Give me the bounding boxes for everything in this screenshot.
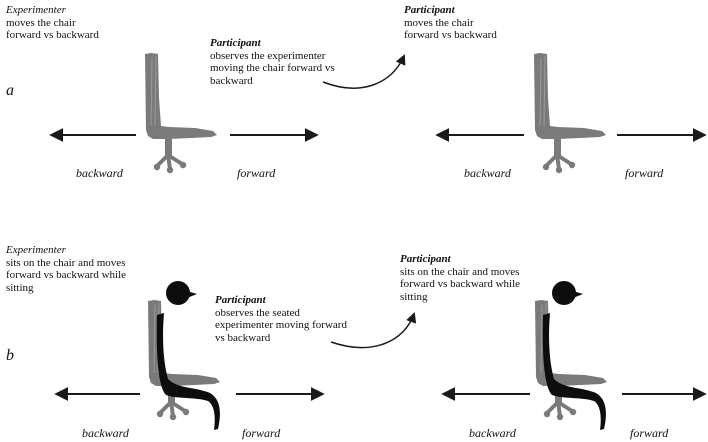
panel-b-left-forward-label: forward [242, 426, 281, 440]
panel-a-transition-arrow [322, 54, 406, 89]
panel-a-letter: a [6, 82, 14, 99]
panel-a-right-backward-label: backward [464, 166, 511, 180]
participant-role-label: Participant [215, 294, 266, 306]
panel-b-right-description: sits on the chair and moves forward vs b… [400, 265, 521, 303]
panel-b-right-seated-figure [533, 281, 609, 430]
panel-b-right-caption: Participant sits on the chair and moves … [400, 253, 520, 303]
panel-a-left-forward-label: forward [237, 166, 276, 180]
panel-a-middle-caption: Participant observes the experimenter mo… [210, 37, 335, 87]
panel-a-right-chair [532, 51, 608, 176]
experimenter-role-label: Experimenter [6, 4, 66, 16]
panel-b-middle-caption: Participant observes the seated experime… [215, 294, 347, 344]
panel-b-transition-arrow [330, 312, 417, 349]
panel-a-left-caption: Experimenter moves the chair forward vs … [6, 4, 99, 42]
panel-a-right-caption: Participant moves the chair forward vs b… [404, 4, 497, 42]
panel-a-left-chair [143, 51, 219, 176]
participant-role-label: Participant [210, 37, 261, 49]
panel-b-middle-description: observes the seated experimenter moving … [215, 306, 347, 344]
panel-b-left-backward-label: backward [82, 426, 129, 440]
panel-b-left-caption: Experimenter sits on the chair and moves… [6, 244, 126, 294]
panel-a-left-description: moves the chair forward vs backward [6, 16, 99, 42]
participant-role-label: Participant [400, 253, 451, 265]
panel-a-right-forward-label: forward [625, 166, 664, 180]
panel-b-left-description: sits on the chair and moves forward vs b… [6, 256, 127, 294]
panel-a-left-backward-label: backward [76, 166, 123, 180]
participant-role-label: Participant [404, 4, 455, 16]
panel-b-left-seated-figure [146, 281, 222, 430]
panel-b-right-backward-label: backward [469, 426, 516, 440]
panel-b-right-forward-label: forward [630, 426, 669, 440]
panel-b-letter: b [6, 347, 14, 364]
panel-a-middle-description: observes the experimenter moving the cha… [210, 49, 335, 87]
experimenter-role-label: Experimenter [6, 244, 66, 256]
panel-a-right-description: moves the chair forward vs backward [404, 16, 497, 42]
